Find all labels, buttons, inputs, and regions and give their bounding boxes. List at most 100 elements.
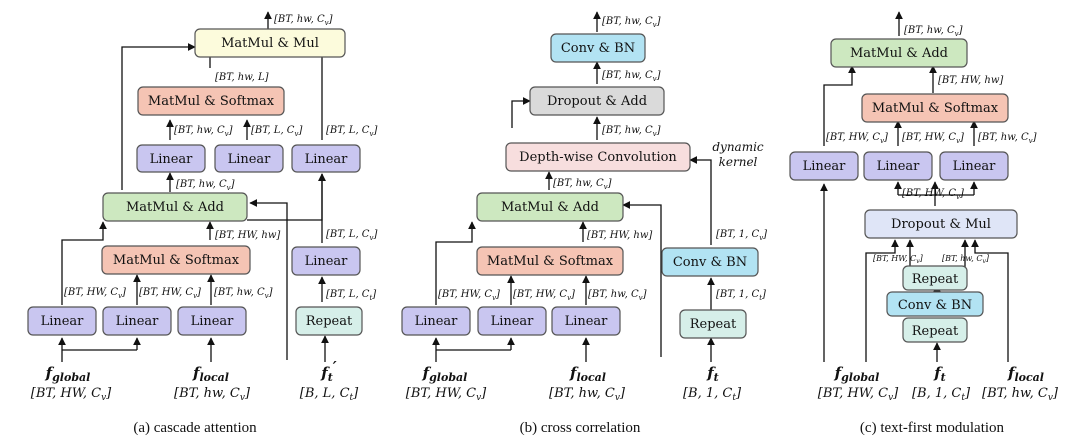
b-dropout-add-label: Dropout & Add [547, 94, 647, 109]
a-dim-g2: [BT, HW, Cv] [139, 287, 201, 300]
a-linear-k-label: Linear [228, 152, 272, 167]
c-input-local-name: flocal [1007, 364, 1044, 384]
a-arrow-local-to-add [249, 199, 288, 360]
b-dim-g1: [BT, HW, Cv] [438, 289, 500, 302]
b-input-global-name: fglobal [422, 364, 468, 384]
a-repeat-box [295, 306, 363, 336]
c-repeat-top-box [902, 265, 968, 291]
b-dim-l: [BT, hw, Cv] [588, 289, 647, 302]
a-input-text-name: ft′ [320, 358, 337, 384]
b-dim-soft-out: [BT, HW, hw] [587, 230, 652, 241]
a-linear-g1-box [27, 306, 97, 336]
b-input-text-shape: [B, 1, Ct] [683, 386, 742, 403]
c-linear-l2-label: Linear [953, 159, 997, 174]
b-linear-l-box [551, 306, 621, 336]
b-conv-top-box [550, 33, 646, 63]
c-linear-g-box [789, 151, 859, 181]
c-dim-g: [BT, HW, Cv] [826, 132, 888, 145]
c-matmul-softmax-box [861, 93, 1009, 123]
b-conv-top-label: Conv & BN [561, 41, 635, 56]
b-matmul-add-label: MatMul & Add [501, 200, 599, 215]
a-linear-k-box [214, 144, 284, 173]
c-conv-box [886, 291, 984, 317]
b-linear-l-label: Linear [565, 314, 609, 329]
a-input-local-name: flocal [192, 364, 229, 384]
b-depthwise-label: Depth-wise Convolution [519, 150, 677, 165]
a-arrow-g1-to-add [61, 221, 107, 305]
c-repeat-bot-label: Repeat [912, 324, 959, 339]
panel-c-text-first-modulation: MatMul & Add MatMul & Softmax Linear Lin… [789, 11, 1059, 436]
c-matmul-add-label: MatMul & Add [850, 46, 948, 61]
b-input-local-shape: [BT, hw, Cv] [549, 386, 626, 403]
c-dim-rep-g: [BT, HW, Cv] [873, 254, 924, 265]
a-linear-v-box [291, 144, 361, 173]
a-dim-add-out: [BT, hw, Cv] [176, 179, 235, 192]
b-matmul-softmax-box [476, 246, 624, 276]
c-arrow-global-to-mul [865, 239, 899, 362]
b-repeat-label: Repeat [690, 317, 737, 332]
a-dim-mm-in: [BT, hw, L] [215, 72, 269, 83]
c-linear-g-label: Linear [803, 159, 847, 174]
b-dim-out: [BT, hw, Cv] [602, 16, 661, 29]
b-input-global-shape: [BT, HW, Cv] [406, 386, 487, 403]
a-input-global-shape: [BT, HW, Cv] [31, 386, 112, 403]
c-matmul-add-box [830, 38, 968, 68]
a-matmul-softmax-top-label: MatMul & Softmax [148, 94, 275, 109]
panel-a-cascade-attention: MatMul & Mul MatMul & Softmax Linear Lin… [27, 11, 377, 436]
c-arrow-g-to-add [823, 65, 856, 146]
b-dim-dw-in: [BT, hw, Cv] [553, 178, 612, 191]
a-input-text-shape: [B, L, Ct] [300, 386, 359, 403]
b-matmul-add-box [476, 192, 624, 222]
c-dim-mul-out: [BT, HW, Cv] [902, 188, 964, 201]
b-matmul-softmax-label: MatMul & Softmax [487, 254, 614, 269]
b-linear-g2-box [477, 306, 547, 336]
b-conv-text-label: Conv & BN [673, 255, 747, 270]
c-dim-rep-l: [BT, hw, Cv] [942, 254, 990, 265]
a-matmul-add-box [102, 192, 248, 222]
a-caption: (a) cascade attention [133, 420, 257, 436]
c-matmul-softmax-label: MatMul & Softmax [872, 101, 999, 116]
c-dropout-mul-label: Dropout & Mul [891, 217, 991, 232]
b-dim-conv-in: [BT, hw, Cv] [602, 70, 661, 83]
b-linear-g1-box [401, 306, 471, 336]
c-repeat-bot-box [902, 317, 968, 343]
a-linear-v-label: Linear [305, 152, 349, 167]
a-dim-l: [BT, hw, Cv] [214, 287, 273, 300]
c-linear-l2-box [939, 151, 1009, 181]
b-arrow-local-to-add [622, 201, 662, 357]
a-linear-l-box [177, 306, 247, 336]
b-dropout-add-box [529, 86, 665, 116]
c-dim-out: [BT, hw, Cv] [904, 25, 963, 38]
c-linear-l1-box [863, 151, 933, 181]
b-note-kernel: kernel [719, 155, 758, 169]
b-dim-rep: [BT, 1, Ct] [716, 289, 766, 302]
a-linear-q-label: Linear [150, 152, 194, 167]
c-repeat-top-label: Repeat [912, 272, 959, 287]
a-matmul-mul-box [194, 28, 346, 58]
a-matmul-softmax-top-box [137, 86, 285, 116]
a-linear-q-box [136, 144, 206, 173]
c-input-global-name: fglobal [834, 364, 880, 384]
a-input-local-shape: [BT, hw, Cv] [174, 386, 251, 403]
c-dim-l2: [BT, hw, Cv] [978, 132, 1037, 145]
b-depthwise-box [505, 142, 691, 172]
a-dim-rep: [BT, L, Ct] [326, 289, 376, 302]
a-linear-g1-label: Linear [41, 314, 85, 329]
b-input-text-name: ft [706, 364, 719, 384]
b-linear-g2-label: Linear [491, 314, 535, 329]
a-dim-k: [BT, L, Cv] [251, 125, 302, 138]
c-dim-add-in: [BT, HW, hw] [938, 75, 1003, 86]
b-linear-g1-label: Linear [415, 314, 459, 329]
a-linear-g2-box [102, 306, 172, 336]
a-matmul-mul-label: MatMul & Mul [221, 36, 319, 51]
b-arrow-g1-to-add [435, 221, 476, 305]
a-linear-g2-label: Linear [116, 314, 160, 329]
c-input-text-shape: [B, 1, Ct] [912, 386, 971, 403]
a-matmul-add-label: MatMul & Add [126, 200, 224, 215]
b-note-dynamic: dynamic [712, 140, 764, 154]
a-arrow-add-residual-to-mul [121, 43, 196, 190]
c-conv-label: Conv & BN [898, 298, 972, 313]
b-arrow-residual-to-drop [511, 97, 531, 128]
a-linear-text-label: Linear [305, 254, 349, 269]
a-linear-text-box [291, 246, 361, 276]
